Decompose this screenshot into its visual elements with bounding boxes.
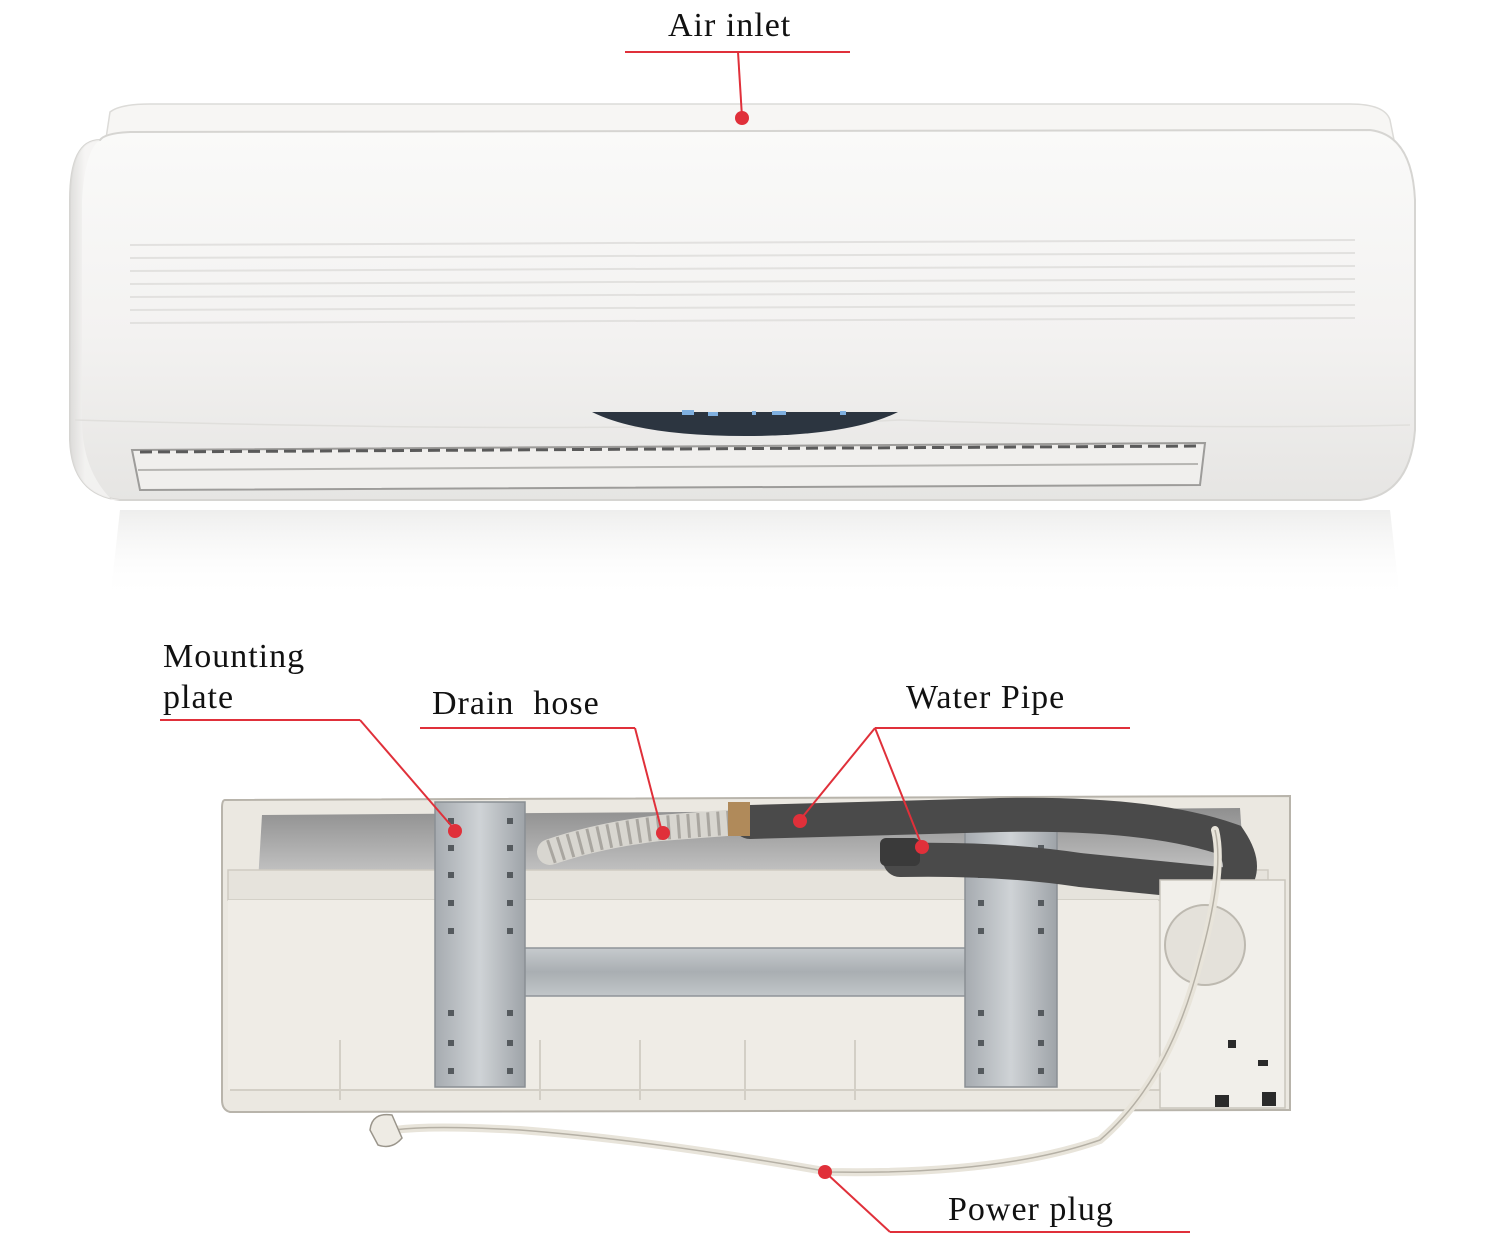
label-texts: Air inlet Mounting plate Drain hose Wate… bbox=[163, 7, 1114, 1228]
indoor-unit-rear bbox=[221, 794, 1291, 1177]
callouts bbox=[160, 51, 1190, 1233]
power-cord-edge bbox=[394, 829, 1219, 1173]
label-air-inlet: Air inlet bbox=[668, 7, 791, 44]
water-pipe-dot-1 bbox=[793, 814, 807, 828]
indoor-unit-front bbox=[69, 103, 1416, 600]
power-plug-dot bbox=[818, 1165, 832, 1179]
outlet-shadow bbox=[139, 444, 1201, 454]
display-indicator-icons bbox=[682, 410, 846, 416]
unit-body bbox=[69, 128, 1416, 501]
drain-hose-dot bbox=[656, 826, 670, 840]
callout-dots bbox=[448, 111, 929, 1179]
unit-reflection bbox=[110, 510, 1400, 600]
power-plug-head bbox=[369, 1113, 403, 1148]
unit-left-side bbox=[70, 140, 120, 500]
mounting-plate-dot bbox=[448, 824, 462, 838]
label-drain-hose: Drain hose bbox=[432, 685, 600, 722]
pipe-fitting bbox=[880, 838, 920, 866]
label-water-pipe: Water Pipe bbox=[906, 679, 1065, 716]
air-inlet-leader bbox=[737, 51, 743, 118]
label-mounting-plate-line1: Mounting bbox=[163, 638, 305, 675]
label-mounting-plate-line2: plate bbox=[163, 679, 234, 716]
bracket-holes-left bbox=[448, 818, 513, 1074]
housing-ribs bbox=[230, 1040, 1160, 1100]
label-power-plug: Power plug bbox=[948, 1191, 1114, 1228]
pipe-connector bbox=[728, 802, 750, 836]
water-pipe bbox=[733, 797, 1257, 903]
water-pipe-leader-1 bbox=[799, 727, 876, 821]
mounting-plate-leader bbox=[359, 719, 456, 831]
outlet-louver bbox=[137, 463, 1199, 471]
electrical-box-terminals bbox=[1215, 1040, 1276, 1107]
front-grille bbox=[129, 239, 1356, 324]
air-inlet-dot bbox=[735, 111, 749, 125]
drain-hose bbox=[537, 809, 753, 865]
water-pipe-leader-2 bbox=[874, 727, 923, 847]
mounting-plate-crossbar bbox=[499, 947, 971, 997]
power-plug-leader bbox=[824, 1171, 891, 1233]
display-panel bbox=[592, 412, 898, 436]
drain-hose-leader bbox=[634, 727, 663, 833]
water-pipe-dot-2 bbox=[915, 840, 929, 854]
